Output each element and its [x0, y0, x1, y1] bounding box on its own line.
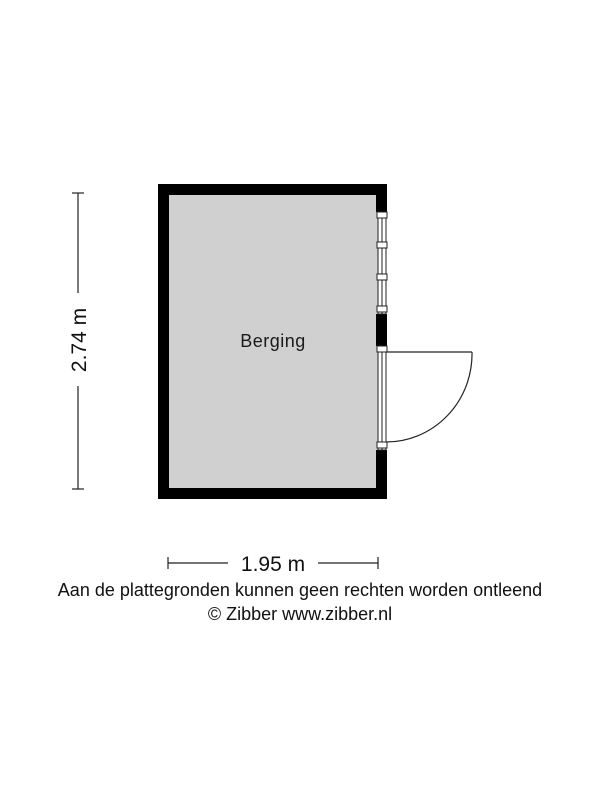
- height-dimension-label: 2.74 m: [68, 308, 91, 372]
- room-floor: [163, 190, 381, 493]
- disclaimer-text: Aan de plattegronden kunnen geen rechten…: [57, 580, 543, 600]
- wall-right-middle: [376, 314, 387, 346]
- height-dimension: [72, 192, 84, 490]
- width-dimension-label: 1.95 m: [241, 553, 305, 576]
- door: [376, 345, 473, 451]
- wall-bottom: [158, 488, 387, 499]
- width-dimension: [167, 557, 379, 569]
- copyright-text: © Zibber www.zibber.nl: [207, 604, 393, 624]
- wall-right-bottom: [376, 450, 387, 499]
- room-label: Berging: [240, 331, 306, 351]
- wall-top: [158, 184, 387, 195]
- wall-right-top: [376, 184, 387, 212]
- door-swing-arc: [385, 351, 473, 443]
- window: [376, 211, 388, 315]
- wall-left: [158, 184, 169, 499]
